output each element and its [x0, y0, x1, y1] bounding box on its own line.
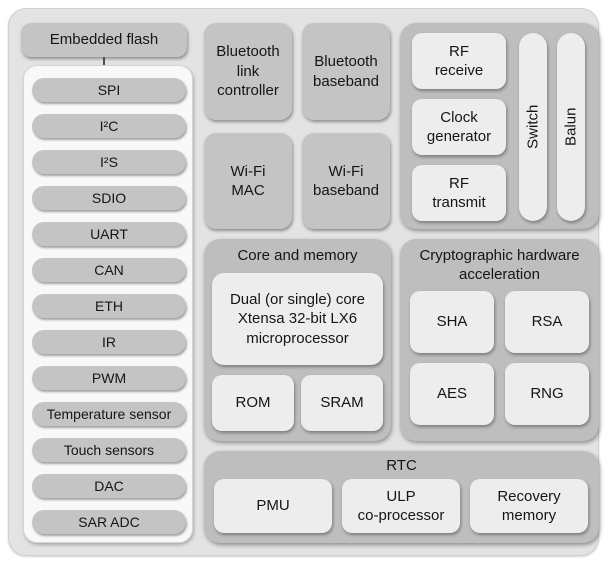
radio-section: RF receive Clock generator RF transmit S…: [400, 23, 599, 229]
peripheral-sar-adc: SAR ADC: [32, 510, 186, 534]
chip-outline: Embedded flash SPI I²C I²S SDIO UART CAN…: [8, 8, 599, 556]
peripheral-sdio: SDIO: [32, 186, 186, 210]
peripheral-temperature-sensor: Temperature sensor: [32, 402, 186, 426]
peripheral-dac: DAC: [32, 474, 186, 498]
rf-receive-block: RF receive: [412, 33, 506, 89]
balun-block: Balun: [557, 33, 585, 221]
peripheral-touch-sensors: Touch sensors: [32, 438, 186, 462]
peripheral-uart: UART: [32, 222, 186, 246]
peripheral-i2c: I²C: [32, 114, 186, 138]
crypto-title: Cryptographic hardware acceleration: [419, 247, 580, 283]
rtc-section: RTC PMU ULP co-processor Recovery memory: [204, 451, 599, 543]
clock-generator-block: Clock generator: [412, 99, 506, 155]
peripheral-can: CAN: [32, 258, 186, 282]
peripheral-i2s: I²S: [32, 150, 186, 174]
embedded-flash-block: Embedded flash: [21, 23, 187, 57]
balun-label: Balun: [562, 107, 580, 147]
wifi-mac-block: Wi-Fi MAC: [204, 133, 292, 229]
peripheral-ir: IR: [32, 330, 186, 354]
sram-block: SRAM: [301, 375, 383, 431]
pmu-block: PMU: [214, 479, 332, 533]
ulp-coprocessor-block: ULP co-processor: [342, 479, 460, 533]
peripheral-spi: SPI: [32, 78, 186, 102]
peripheral-pwm: PWM: [32, 366, 186, 390]
recovery-memory-block: Recovery memory: [470, 479, 588, 533]
sha-block: SHA: [410, 291, 494, 353]
peripheral-eth: ETH: [32, 294, 186, 318]
wifi-baseband-block: Wi-Fi baseband: [302, 133, 390, 229]
crypto-section: Cryptographic hardware acceleration SHA …: [400, 239, 599, 441]
bluetooth-baseband-block: Bluetooth baseband: [302, 23, 390, 120]
processor-block: Dual (or single) core Xtensa 32-bit LX6 …: [212, 273, 383, 365]
rtc-title: RTC: [386, 457, 417, 474]
core-memory-title: Core and memory: [237, 247, 358, 264]
aes-block: AES: [410, 363, 494, 425]
rsa-block: RSA: [505, 291, 589, 353]
rf-transmit-block: RF transmit: [412, 165, 506, 221]
switch-block: Switch: [519, 33, 547, 221]
bluetooth-link-controller-block: Bluetooth link controller: [204, 23, 292, 120]
core-memory-section: Core and memory Dual (or single) core Xt…: [204, 239, 391, 441]
peripherals-panel: SPI I²C I²S SDIO UART CAN ETH IR PWM Tem…: [23, 65, 193, 543]
rom-block: ROM: [212, 375, 294, 431]
rng-block: RNG: [505, 363, 589, 425]
switch-label: Switch: [524, 104, 542, 150]
